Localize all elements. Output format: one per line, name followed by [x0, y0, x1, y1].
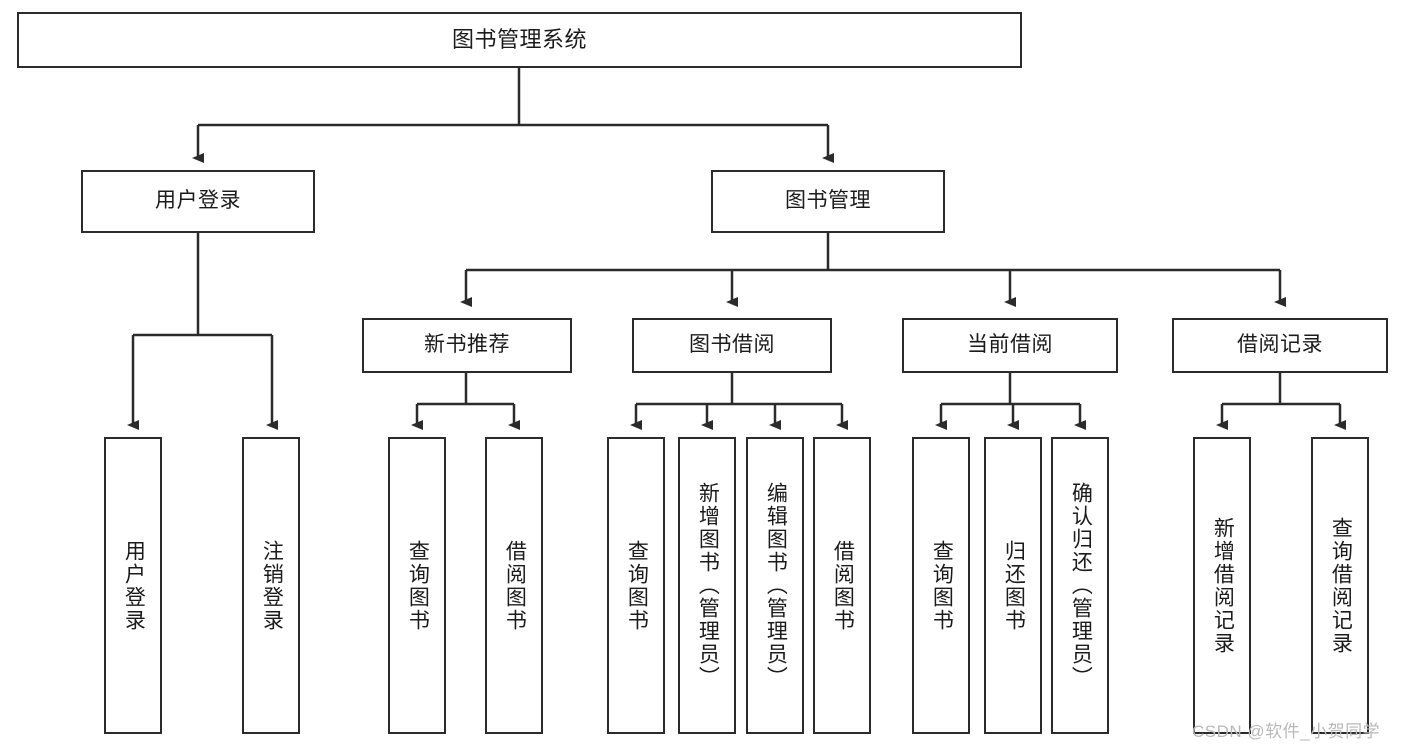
node-current-borrow[interactable]: 当前借阅 — [902, 318, 1118, 373]
node-label: 编辑图书（管理员） — [764, 482, 788, 689]
leaf-book-borrow-edit-book[interactable]: 编辑图书（管理员） — [746, 437, 804, 734]
leaf-new-book-query-book[interactable]: 查询图书 — [388, 437, 446, 734]
node-label: 借阅记录 — [1237, 333, 1323, 357]
node-book-borrow[interactable]: 图书借阅 — [632, 318, 832, 373]
leaf-borrow-record-add-record[interactable]: 新增借阅记录 — [1193, 437, 1251, 734]
node-label: 确认归还（管理员） — [1069, 482, 1093, 689]
node-label: 归还图书 — [1002, 539, 1026, 632]
node-label: 查询借阅记录 — [1329, 516, 1353, 655]
node-borrow-record[interactable]: 借阅记录 — [1172, 318, 1388, 373]
node-label: 查询图书 — [406, 539, 430, 632]
node-label: 图书管理系统 — [451, 27, 587, 53]
node-label: 用户登录 — [155, 189, 241, 213]
node-label: 注销登录 — [260, 539, 284, 632]
node-label: 借阅图书 — [831, 539, 855, 632]
node-label: 当前借阅 — [967, 333, 1053, 357]
node-label: 图书借阅 — [689, 333, 775, 357]
node-root-system[interactable]: 图书管理系统 — [17, 12, 1022, 68]
node-label: 新书推荐 — [424, 333, 510, 357]
leaf-user-login-login[interactable]: 用户登录 — [104, 437, 162, 734]
leaf-current-borrow-confirm-return[interactable]: 确认归还（管理员） — [1051, 437, 1109, 734]
node-label: 查询图书 — [930, 539, 954, 632]
leaf-current-borrow-return-book[interactable]: 归还图书 — [984, 437, 1042, 734]
leaf-borrow-record-query-record[interactable]: 查询借阅记录 — [1311, 437, 1369, 734]
node-new-book-recommend[interactable]: 新书推荐 — [362, 318, 572, 373]
leaf-user-login-logout[interactable]: 注销登录 — [242, 437, 300, 734]
leaf-book-borrow-add-book[interactable]: 新增图书（管理员） — [678, 437, 736, 734]
node-label: 借阅图书 — [503, 539, 527, 632]
leaf-new-book-borrow-book[interactable]: 借阅图书 — [485, 437, 543, 734]
node-label: 新增借阅记录 — [1211, 516, 1235, 655]
node-book-management[interactable]: 图书管理 — [711, 170, 945, 233]
node-label: 图书管理 — [785, 189, 871, 213]
node-label: 查询图书 — [625, 539, 649, 632]
node-label: 用户登录 — [122, 539, 146, 632]
node-user-login[interactable]: 用户登录 — [81, 170, 315, 233]
node-label: 新增图书（管理员） — [696, 482, 720, 689]
leaf-current-borrow-query-book[interactable]: 查询图书 — [912, 437, 970, 734]
leaf-book-borrow-query-book[interactable]: 查询图书 — [607, 437, 665, 734]
leaf-book-borrow-borrow-book[interactable]: 借阅图书 — [813, 437, 871, 734]
